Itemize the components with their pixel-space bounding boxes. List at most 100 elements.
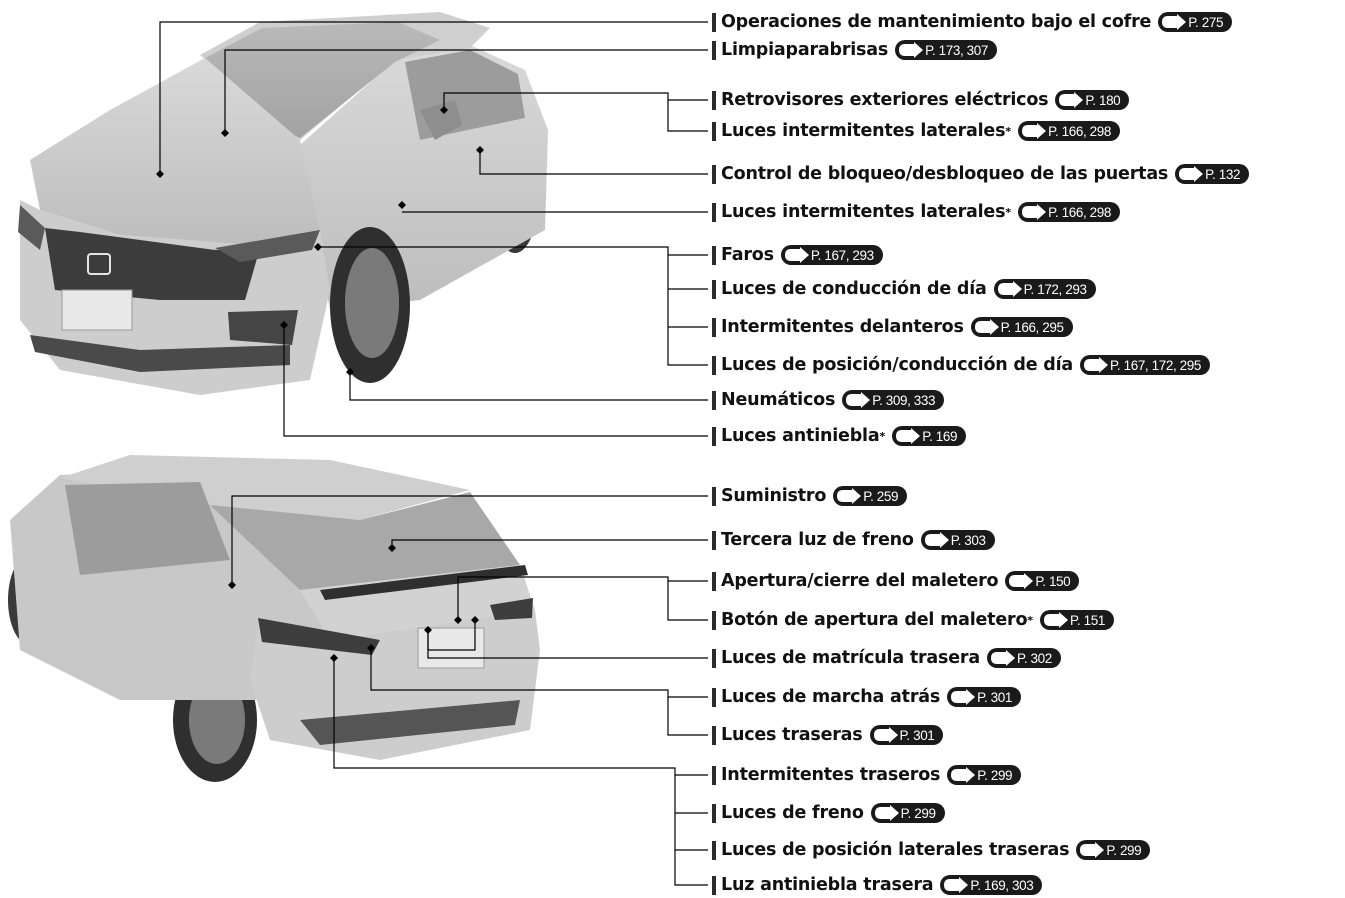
page-reference-link[interactable]: P. 167, 293 <box>780 245 883 265</box>
callout-bar <box>712 317 716 337</box>
page-arrow-icon <box>924 532 950 548</box>
page-reference-text: P. 151 <box>1070 612 1105 628</box>
anchor-dot <box>454 616 462 624</box>
page-reference-text: P. 299 <box>977 767 1013 783</box>
callout-bar <box>712 202 716 222</box>
grille <box>45 228 260 300</box>
page-reference-link[interactable]: P. 301 <box>947 687 1021 707</box>
callout-label: Tercera luz de freno <box>721 530 914 550</box>
leader-line <box>479 150 708 175</box>
page-reference-link[interactable]: P. 173, 307 <box>895 40 998 60</box>
callout-bar <box>712 610 716 630</box>
rear-roof <box>60 455 470 520</box>
headlight-left <box>215 230 320 262</box>
callout-bar <box>712 355 716 375</box>
callout-item: Control de bloqueo/desbloqueo de las pue… <box>712 161 1250 187</box>
lower-grille <box>30 335 290 372</box>
anchor-dot <box>156 170 164 178</box>
footnote-asterisk: * <box>1027 613 1034 627</box>
page-arrow-icon <box>990 650 1016 666</box>
page-reference-link[interactable]: P. 169 <box>892 426 967 446</box>
page-reference-link[interactable]: P. 299 <box>1076 840 1151 860</box>
callout-item: Luces de freno P. 299 <box>712 800 945 826</box>
page-arrow-icon <box>943 877 969 893</box>
anchor-dot <box>314 243 322 251</box>
page-arrow-icon <box>836 488 862 504</box>
callout-bar <box>712 164 716 184</box>
page-reference-link[interactable]: P. 299 <box>870 803 945 823</box>
callout-label: Intermitentes traseros <box>721 765 941 785</box>
callout-label: Luces de marcha atrás <box>721 687 941 707</box>
page-reference-link[interactable]: P. 150 <box>1005 571 1080 591</box>
leader-line <box>333 658 708 776</box>
page-reference-link[interactable]: P. 301 <box>869 725 944 745</box>
page-reference-link[interactable]: P. 309, 333 <box>842 390 945 410</box>
callout-item: Botón de apertura del maletero* P. 151 <box>712 607 1114 633</box>
front-rim <box>345 248 399 358</box>
leader-line <box>349 372 708 401</box>
fog-lamp-housing <box>228 310 298 345</box>
callout-label: Luces de posición/conducción de día <box>721 355 1074 375</box>
anchor-dot <box>280 321 288 329</box>
anchor-dot <box>398 201 406 209</box>
page-reference-link[interactable]: P. 167, 172, 295 <box>1080 355 1210 375</box>
rear-diffuser <box>300 700 520 745</box>
callout-item: Operaciones de mantenimiento bajo el cof… <box>712 9 1233 35</box>
callout-label: Luz antiniebla trasera <box>721 875 934 895</box>
leader-line <box>231 495 708 585</box>
leader-line <box>427 630 708 659</box>
leader-line <box>443 92 708 110</box>
callout-label: Apertura/cierre del maletero <box>721 571 999 591</box>
callout-label: Intermitentes delanteros <box>721 317 964 337</box>
callout-item: Luces intermitentes laterales*P. 166, 29… <box>712 118 1121 144</box>
callout-bar <box>712 765 716 785</box>
page-reference-link[interactable]: P. 299 <box>947 765 1022 785</box>
callout-item: Luces de posición/conducción de día P. 16… <box>712 352 1210 378</box>
page-reference-link[interactable]: P. 172, 293 <box>993 279 1096 299</box>
callout-bar <box>712 121 716 141</box>
anchor-dot <box>367 644 375 652</box>
page-reference-link[interactable]: P. 166, 298 <box>1018 202 1121 222</box>
anchor-dot <box>440 106 448 114</box>
callout-bar <box>712 803 716 823</box>
callout-item: Intermitentes delanteros P. 166, 295 <box>712 314 1073 340</box>
page-reference-link[interactable]: P. 166, 298 <box>1018 121 1121 141</box>
callout-bar <box>712 725 716 745</box>
page-arrow-icon <box>1083 357 1109 373</box>
page-reference-link[interactable]: P. 259 <box>833 486 908 506</box>
rear-window <box>210 492 520 590</box>
page-arrow-icon <box>1021 204 1047 220</box>
leader-line <box>667 255 708 366</box>
page-reference-link[interactable]: P. 303 <box>920 530 995 550</box>
page-arrow-icon <box>898 42 924 58</box>
page-arrow-icon <box>784 247 810 263</box>
page-reference-text: P. 169 <box>922 428 958 444</box>
page-arrow-icon <box>1178 166 1204 182</box>
page-reference-link[interactable]: P. 180 <box>1055 90 1130 110</box>
callout-label: Botón de apertura del maletero <box>721 610 1028 630</box>
page-reference-text: P. 309, 333 <box>872 392 936 408</box>
page-reference-link[interactable]: P. 169, 303 <box>940 875 1043 895</box>
callout-label: Luces intermitentes laterales <box>721 202 1006 222</box>
side-mirror <box>420 100 462 140</box>
front-car-illustration <box>18 12 548 395</box>
callout-label: Luces de freno <box>721 803 864 823</box>
page-reference-link[interactable]: P. 151 <box>1040 610 1114 630</box>
anchor-dot <box>471 616 479 624</box>
page-reference-text: P. 167, 172, 295 <box>1110 357 1201 373</box>
rear-tail-light-left <box>258 618 380 655</box>
page-reference-link[interactable]: P. 132 <box>1175 164 1250 184</box>
page-reference-text: P. 150 <box>1035 573 1071 589</box>
page-reference-link[interactable]: P. 166, 295 <box>970 317 1073 337</box>
page-reference-link[interactable]: P. 302 <box>986 648 1061 668</box>
footnote-asterisk: * <box>1005 124 1012 138</box>
page-reference-link[interactable]: P. 275 <box>1158 12 1233 32</box>
page-reference-text: P. 173, 307 <box>925 42 989 58</box>
page-reference-text: P. 299 <box>900 805 936 821</box>
